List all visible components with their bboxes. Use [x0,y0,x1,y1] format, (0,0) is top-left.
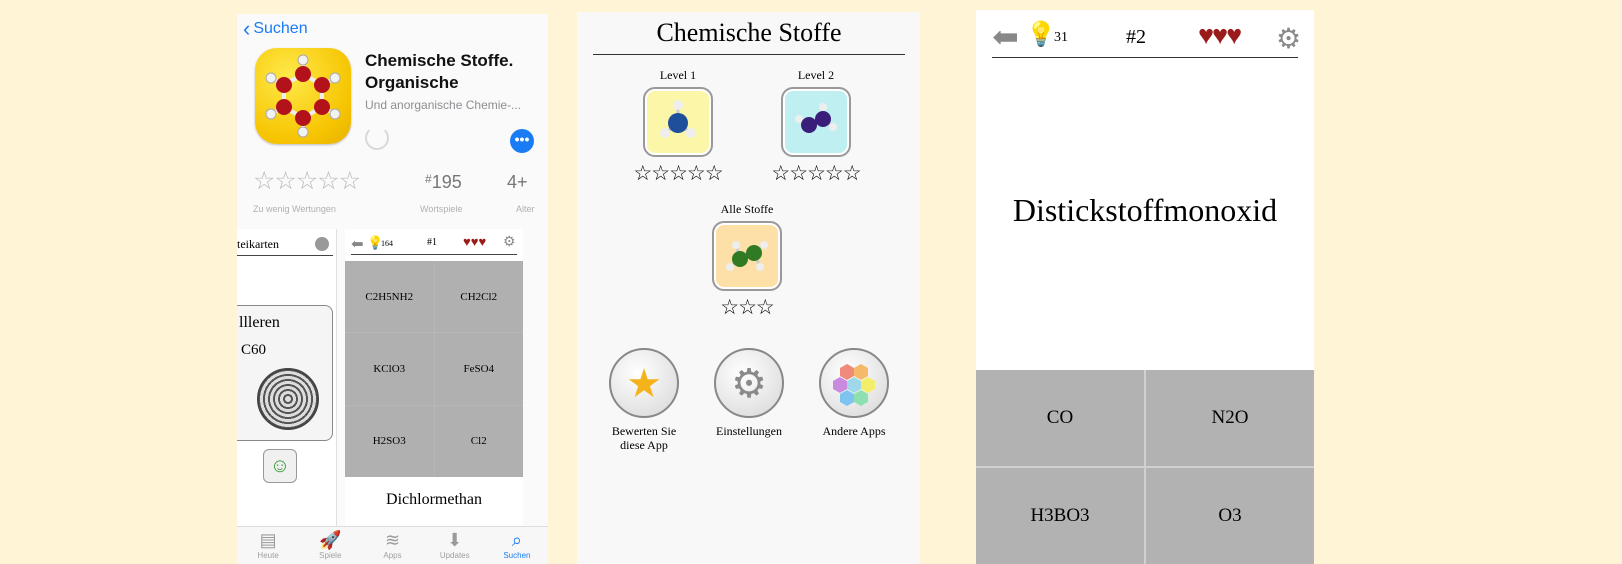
mini-hearts: ♥♥♥ [463,234,487,249]
tab-today[interactable]: ▤Heute [237,527,299,564]
search-icon: ⌕ [511,530,522,550]
rating-caption: Zu wenig Wertungen [253,204,336,214]
question-number: #2 [1126,26,1146,48]
quiz-header: ⬅ 💡 31 #2 ♥♥♥ ⚙ [992,16,1302,58]
chart-rank: #195 [425,172,462,193]
quiz-word: Distickstoffmonoxid [1012,192,1278,228]
rate-app-label-line2: diese App [620,438,668,452]
tab-label: Updates [439,551,470,560]
back-label: Suchen [253,20,308,37]
tab-search[interactable]: ⌕Suchen [486,527,548,564]
answer-option[interactable]: O3 [1146,468,1314,564]
rank-value: 195 [431,172,462,192]
answer-option[interactable]: H3BO3 [976,468,1144,564]
level-1-stars: ☆☆☆☆☆ [633,161,723,185]
tab-games[interactable]: 🚀Spiele [299,527,361,564]
layers-icon: ≋ [384,530,401,550]
hint-count: 31 [1054,30,1068,45]
level-1-button[interactable]: Level 1 ☆☆☆☆☆ [623,68,733,186]
tab-updates[interactable]: ⬇Updates [424,527,486,564]
rank-hash: # [425,172,432,186]
age-rating: 4+ [507,172,528,192]
level-1-label: Level 1 [659,68,697,82]
gear-icon: ⚙ [714,348,784,418]
fullerene-molecule-icon [257,368,319,430]
screenshot-flashcards[interactable]: teikarten llleren C60 ☺ [237,229,337,529]
today-icon: ▤ [259,530,277,550]
settings-label: Einstellungen [716,424,782,438]
ethane-molecule-icon [712,221,782,291]
benzene-molecule-icon [265,54,341,138]
tab-label: Heute [257,551,279,560]
menu-title: Chemische Stoffe [593,18,905,55]
molecule-icon [781,87,851,157]
other-apps-label: Andere Apps [822,424,886,438]
all-substances-label: Alle Stoffe [720,202,774,216]
lives-hearts: ♥♥♥ [1198,20,1242,50]
loading-spinner-icon [365,126,389,150]
more-options-button[interactable]: ••• [510,129,534,153]
mini-quiz-word: Dichlormethan [386,491,482,508]
level-2-stars: ☆☆☆☆☆ [771,161,861,185]
app-icon[interactable] [255,48,351,144]
lightbulb-icon: 💡 [367,235,384,250]
gear-icon: ⚙ [503,235,516,250]
mini-hints: 164 [381,239,393,248]
lightbulb-icon[interactable]: 💡 [1026,22,1056,48]
star-icon: ★ [609,348,679,418]
mini-answer-cell: C2H5NH2 [345,261,434,333]
app-title: Chemische Stoffe. Organische [365,51,514,92]
app-subtitle: Und anorganische Chemie-... [365,98,522,112]
answer-option[interactable]: CO [976,370,1144,466]
download-icon: ⬇ [447,530,463,550]
answer-grid: CO N2O H3BO3 O3 [976,370,1314,564]
level-2-button[interactable]: Level 2 ☆☆☆☆☆ [761,68,871,186]
age-caption: Alter [516,204,535,214]
main-menu-panel: Chemische Stoffe Level 1 ☆☆☆☆☆ Level 2 ☆… [577,12,920,564]
mini-answer-cell: H2SO3 [345,405,434,477]
settings-button[interactable]: ⚙ Einstellungen [694,348,804,438]
tab-label: Apps [383,551,402,560]
level-2-label: Level 2 [797,68,835,82]
tab-label: Spiele [319,551,342,560]
ammonia-molecule-icon [643,87,713,157]
gear-icon[interactable]: ⚙ [1276,24,1302,55]
smiley-icon: ☺ [263,449,297,483]
other-apps-button[interactable]: Andere Apps [799,348,909,438]
app-store-panel: ‹ Suchen Chemische Stoffe. Organische U [237,14,548,564]
mini-answer-cell: Cl2 [434,405,523,477]
rate-app-label-line1: Bewerten Sie [611,424,677,438]
screenshot-quiz[interactable]: ⬅ 💡 164 #1 ♥♥♥ ⚙ C2H5NH2 CH2Cl2 KClO3 Fe… [345,229,523,529]
rocket-icon: 🚀 [319,530,342,550]
mini-answer-grid: C2H5NH2 CH2Cl2 KClO3 FeSO4 H2SO3 Cl2 [345,261,523,477]
mini-quiz-header: ⬅ 💡 164 #1 ♥♥♥ ⚙ [351,234,517,255]
flashcard-name: llleren [239,314,280,331]
all-substances-button[interactable]: Alle Stoffe ☆☆☆ [692,202,802,320]
flashcards-header: teikarten [237,237,333,256]
mini-answer-cell: CH2Cl2 [434,261,523,333]
mini-answer-cell: FeSO4 [434,333,523,405]
tab-label: Suchen [503,551,531,560]
arrow-left-icon: ⬅ [351,237,364,253]
rating-stars: ☆☆☆☆☆ [253,167,361,195]
flashcard: llleren C60 [237,305,333,441]
tab-apps[interactable]: ≋Apps [361,527,423,564]
flashcard-formula: C60 [241,342,267,358]
tab-bar: ▤Heute 🚀Spiele ≋Apps ⬇Updates ⌕Suchen [237,526,548,564]
rank-caption: Wortspiele [420,204,463,214]
mini-number: #1 [427,237,437,248]
gear-icon [315,237,329,251]
chevron-left-icon: ‹ [243,16,251,41]
back-button[interactable]: ‹ Suchen [243,16,308,41]
all-substances-stars: ☆☆☆ [720,295,774,319]
answer-option[interactable]: N2O [1146,370,1314,466]
quiz-panel: ⬅ 💡 31 #2 ♥♥♥ ⚙ Distickstoffmonoxid CO N… [976,10,1314,564]
arrow-left-icon[interactable]: ⬅ [992,19,1019,55]
hexagons-icon [819,348,889,418]
mini-answer-cell: KClO3 [345,333,434,405]
